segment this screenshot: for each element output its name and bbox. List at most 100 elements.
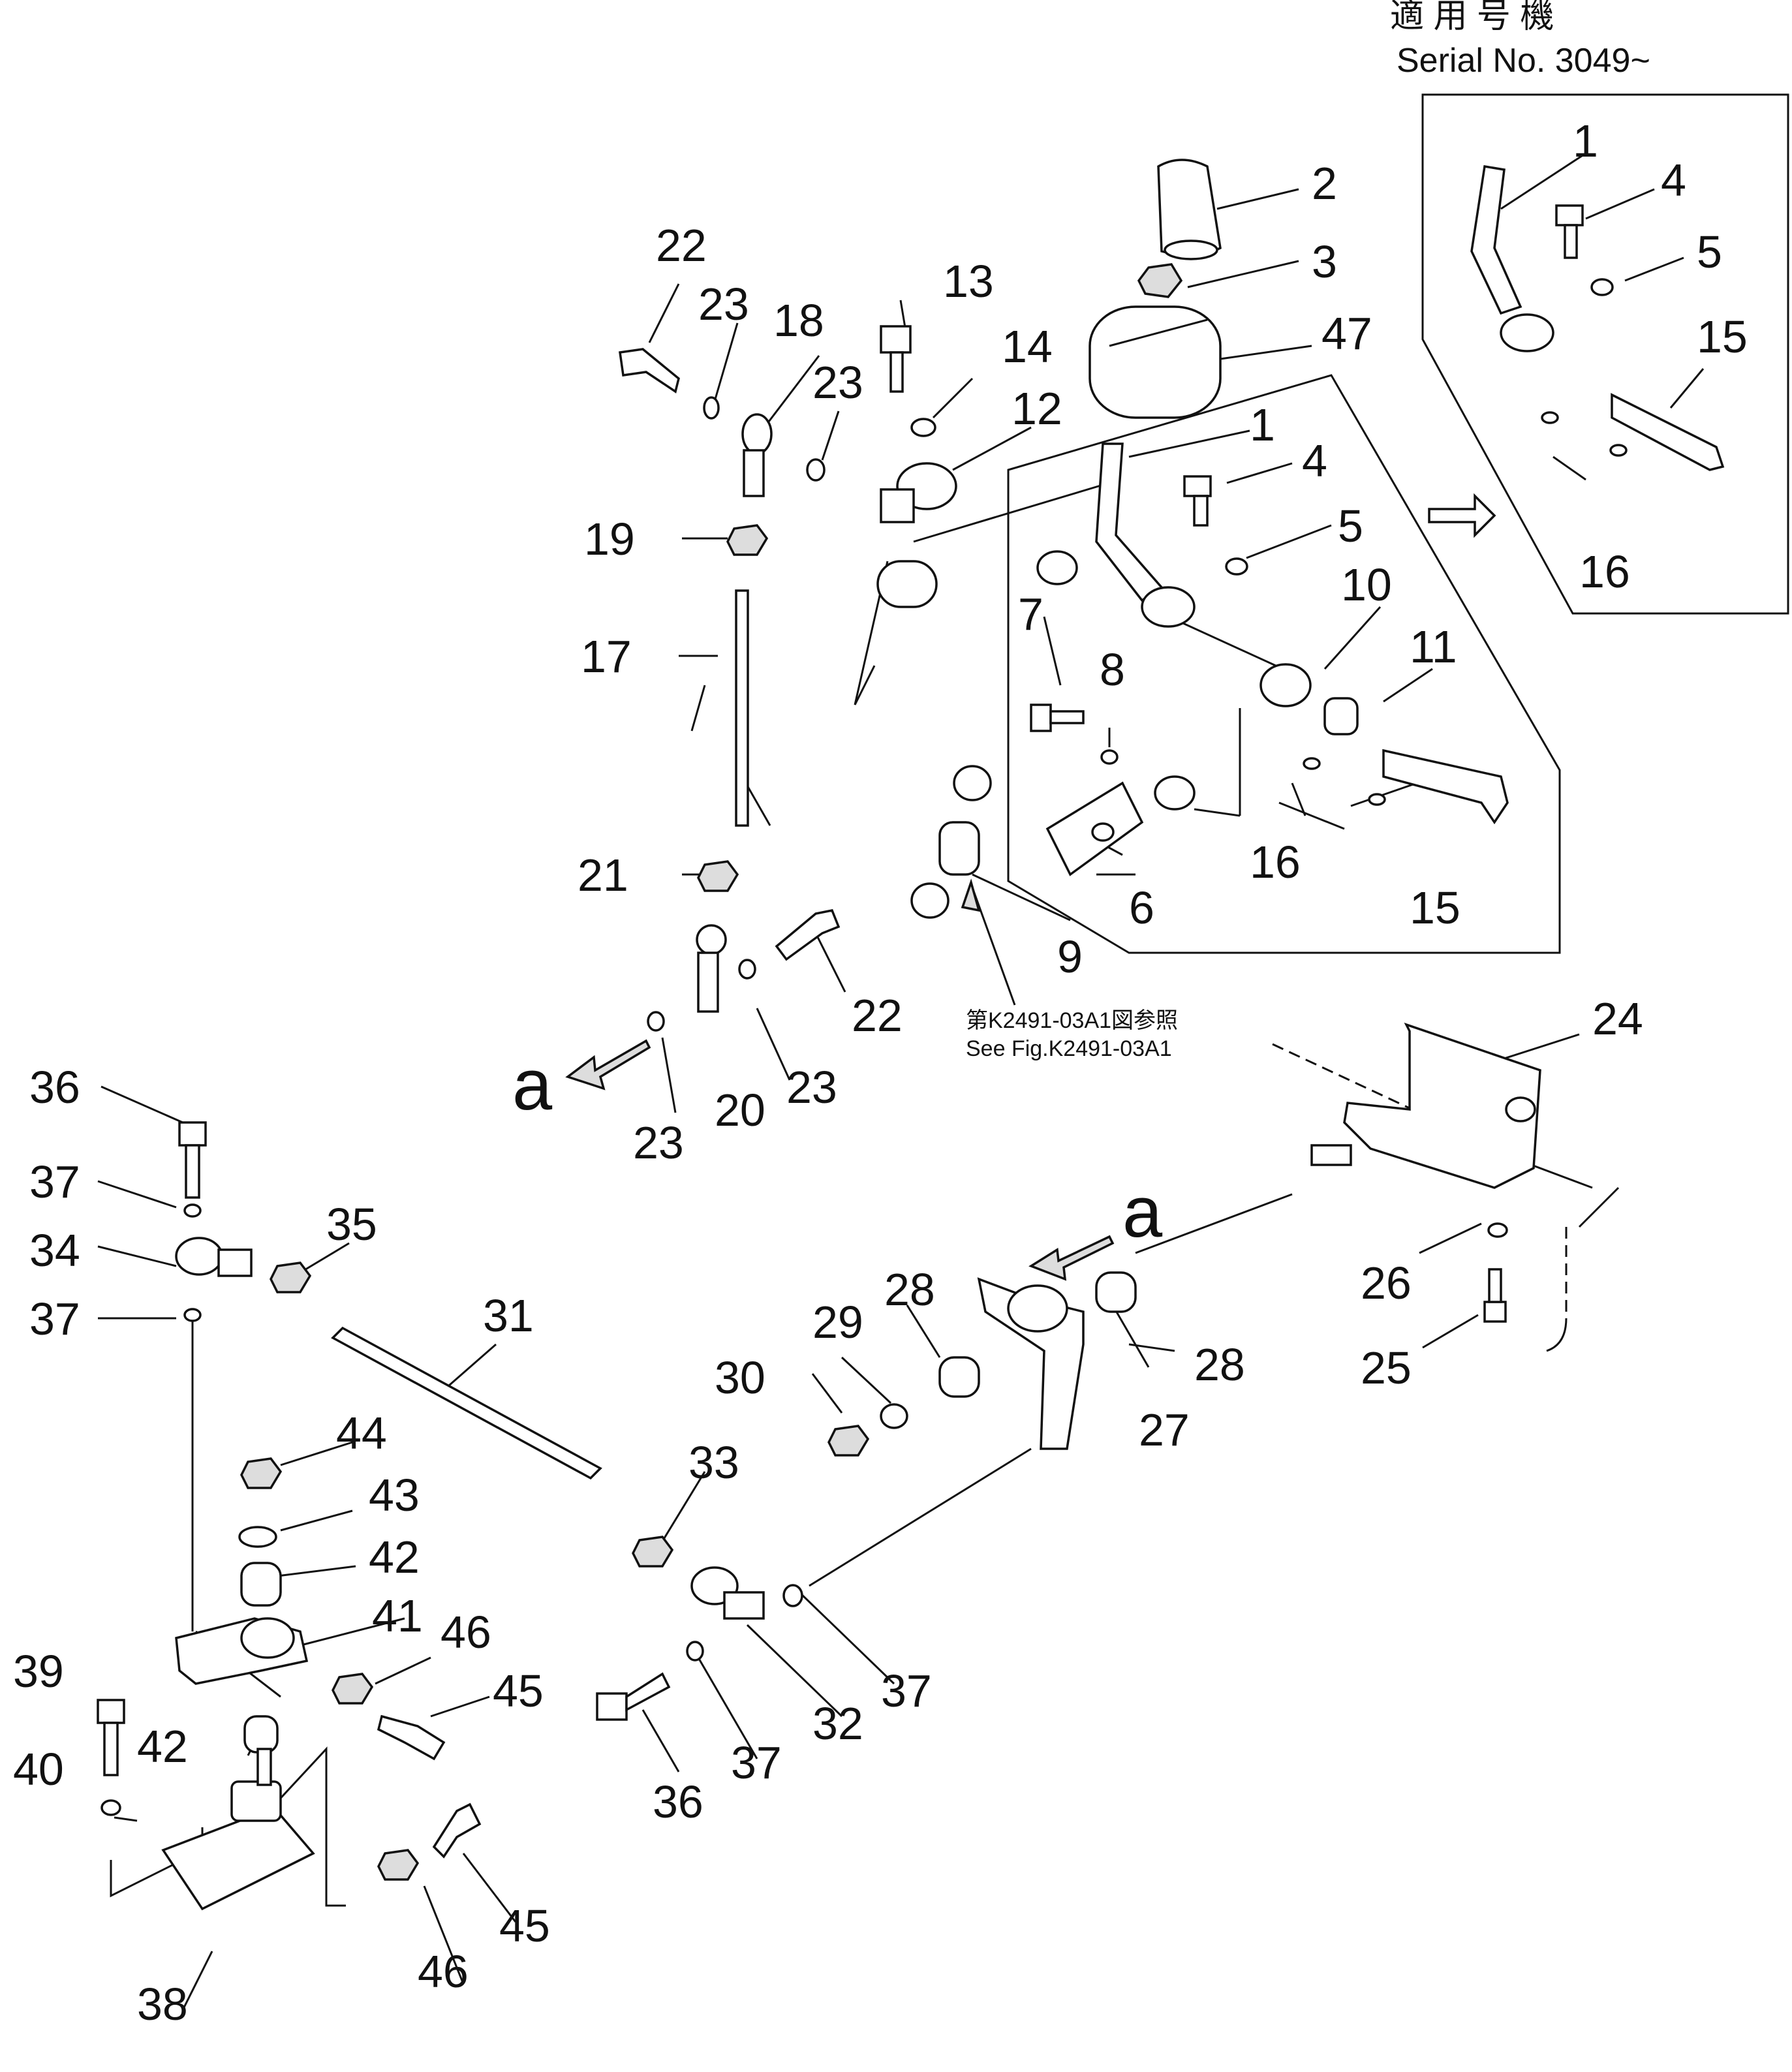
callout-numbers: 22 23 18 13 14 23 12 2 3 47 1 4 5 19 17 … xyxy=(13,116,1748,2030)
nut-part-21 xyxy=(697,860,739,892)
inset-callout-15: 15 xyxy=(1697,311,1748,362)
bolt-part-45-a xyxy=(377,1714,446,1761)
callout-4: 4 xyxy=(1302,435,1327,486)
callout-11: 11 xyxy=(1410,621,1457,672)
callout-6: 6 xyxy=(1129,882,1154,933)
bolt-part-45-b xyxy=(432,1802,482,1859)
bolt-part-22-top xyxy=(619,348,680,394)
callout-43: 43 xyxy=(369,1470,420,1521)
callout-38: 38 xyxy=(137,1979,188,2030)
inset-lever-part-1 xyxy=(1470,164,1522,315)
callout-42: 42 xyxy=(369,1532,420,1583)
callout-2: 2 xyxy=(1312,158,1337,209)
plate-hole xyxy=(1091,822,1115,842)
reference-en: See Fig.K2491-03A1 xyxy=(966,1036,1172,1061)
rod-part-15 xyxy=(1382,749,1509,825)
lever-part-1 xyxy=(1095,442,1164,602)
callout-37: 37 xyxy=(29,1156,80,1207)
rocker-arm xyxy=(876,560,938,608)
nut-part-46-a xyxy=(332,1673,374,1705)
pin-part-16-a xyxy=(1303,757,1321,770)
arrow-a-upper-icon xyxy=(565,1039,651,1090)
bolt-part-25-head xyxy=(1483,1301,1507,1323)
callout-15: 15 xyxy=(1410,882,1460,933)
callout-45: 45 xyxy=(493,1665,544,1716)
callout-32: 32 xyxy=(812,1698,863,1749)
serial-inset-box xyxy=(1421,93,1789,615)
callout-9: 9 xyxy=(1057,931,1083,982)
callout-3: 3 xyxy=(1312,236,1337,287)
bolt-part-22-lower xyxy=(775,908,841,961)
callout-19: 19 xyxy=(584,514,635,564)
callout-8: 8 xyxy=(1100,644,1125,695)
inset-callout-4: 4 xyxy=(1661,155,1686,206)
callout-28: 28 xyxy=(884,1264,935,1315)
plate-part-38 xyxy=(161,1806,315,1911)
inset-arrow-icon xyxy=(1428,493,1496,538)
washer-part-23-a xyxy=(703,396,720,420)
plate-38-stud xyxy=(256,1748,272,1786)
bolt-part-4-head xyxy=(1183,475,1212,497)
callout-39: 39 xyxy=(13,1646,64,1697)
inset-pin-part-16-b xyxy=(1609,444,1628,457)
callout-31: 31 xyxy=(483,1290,534,1341)
bolt-part-7-shank xyxy=(1049,710,1085,724)
nut-part-19 xyxy=(726,524,769,556)
nut-part-44 xyxy=(240,1457,283,1489)
callout-23: 23 xyxy=(812,357,863,408)
callout-22: 22 xyxy=(852,990,903,1041)
serial-number: Serial No. 3049~ xyxy=(1397,42,1650,80)
rod-part-31 xyxy=(331,1326,602,1480)
bolt-part-39-head xyxy=(97,1699,125,1724)
bracket-shaft xyxy=(1310,1144,1352,1166)
rod-end-18-body xyxy=(743,449,765,497)
callout-33: 33 xyxy=(688,1437,739,1488)
inset-lever-hub xyxy=(1500,313,1554,352)
lever-27-boss xyxy=(1007,1284,1068,1333)
inset-rod-part-15 xyxy=(1611,393,1725,471)
nut-part-3 xyxy=(1137,263,1183,298)
applicable-models-jp: 適 用 号 機 xyxy=(1390,0,1554,35)
pin-part-16-b xyxy=(1368,793,1386,806)
link-part-9-top xyxy=(953,765,992,801)
callout-36: 36 xyxy=(29,1062,80,1113)
washer-part-37-b xyxy=(183,1308,202,1322)
washer-part-8 xyxy=(1100,749,1119,765)
rod-end-34-body xyxy=(217,1248,253,1277)
lever-41-boss xyxy=(240,1617,295,1659)
callout-21: 21 xyxy=(578,850,628,901)
callout-20: 20 xyxy=(715,1085,765,1136)
rod-end-part-34 xyxy=(175,1237,223,1276)
plate-38-post xyxy=(230,1780,282,1822)
collar-part-42-a xyxy=(240,1562,282,1607)
callout-22: 22 xyxy=(656,220,707,271)
link-part-9-body xyxy=(938,821,980,876)
rod-end-32-body xyxy=(723,1591,765,1620)
rod-end-part-18 xyxy=(741,413,773,455)
washer-part-23-c xyxy=(738,959,756,980)
callout-28: 28 xyxy=(1194,1339,1245,1390)
washer-part-37-c xyxy=(782,1584,803,1607)
callout-42: 42 xyxy=(137,1721,188,1772)
washer-part-29 xyxy=(880,1403,908,1429)
inset-callout-5: 5 xyxy=(1697,226,1722,277)
link-part-9-bottom xyxy=(910,882,950,919)
bolt-part-7-head xyxy=(1030,704,1052,732)
rod-part-17 xyxy=(735,589,749,827)
washer-part-43 xyxy=(238,1526,277,1548)
bolt-part-36-lower-head xyxy=(596,1692,628,1721)
callout-40: 40 xyxy=(13,1744,64,1795)
callout-45: 45 xyxy=(499,1900,550,1951)
plate-eye xyxy=(1154,775,1196,811)
washer-part-37-d xyxy=(686,1641,704,1662)
clamp-tab xyxy=(880,488,915,523)
callout-1: 1 xyxy=(1250,399,1275,450)
knob-bottom xyxy=(1164,240,1218,260)
rod-end-part-20 xyxy=(696,924,727,955)
washer-part-23-d xyxy=(647,1011,665,1032)
bracket-part-24 xyxy=(1343,1022,1541,1189)
callout-26: 26 xyxy=(1361,1258,1412,1308)
callout-36: 36 xyxy=(653,1776,703,1827)
